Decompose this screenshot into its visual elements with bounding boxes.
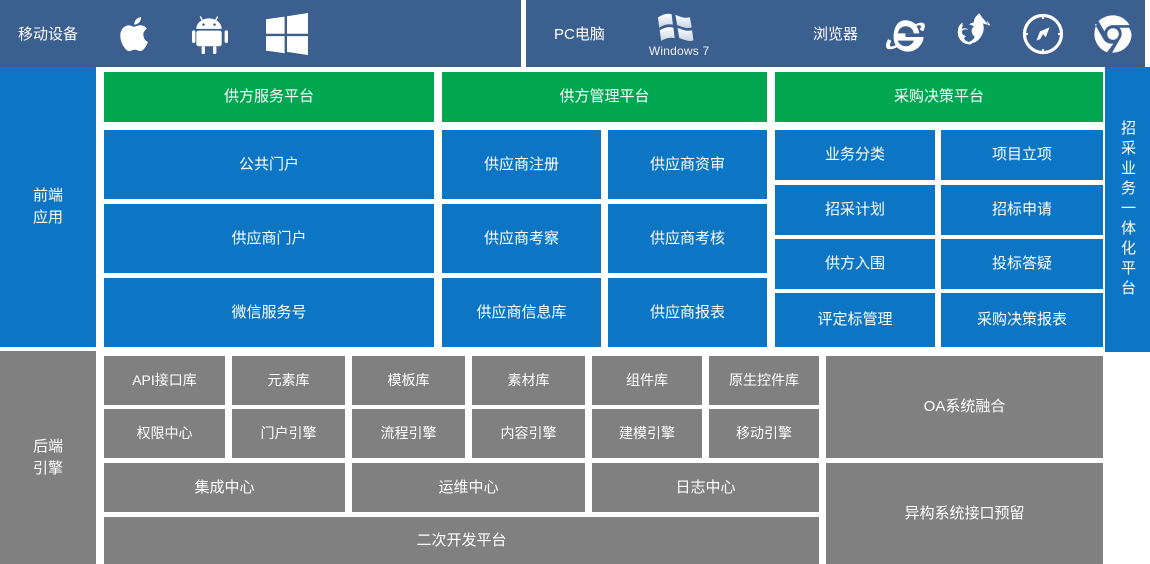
tile-material-library[interactable]: 素材库 [472, 356, 585, 405]
windows-icon [266, 12, 309, 55]
segment-divider [521, 0, 526, 67]
tile-business-classification[interactable]: 业务分类 [775, 130, 935, 180]
backend-rail: 后端 引擎 [0, 351, 96, 564]
tile-permission-center[interactable]: 权限中心 [104, 409, 225, 458]
tile-integration-center[interactable]: 集成中心 [104, 463, 345, 512]
tile-supplier-information-database[interactable]: 供应商信息库 [442, 278, 601, 347]
tile-public-portal[interactable]: 公共门户 [104, 130, 434, 199]
architecture-body: 前端 应用 后端 引擎 招采业务一体化平台 供方服务平台 供方管理平台 采购决策… [0, 67, 1150, 564]
tile-wechat-service-account[interactable]: 微信服务号 [104, 278, 434, 347]
tile-supplier-report[interactable]: 供应商报表 [608, 278, 767, 347]
platform-header-supplier-service[interactable]: 供方服务平台 [104, 72, 434, 122]
firefox-icon [954, 12, 994, 55]
tile-operation-center[interactable]: 运维中心 [352, 463, 585, 512]
browser-segment: 浏览器 [797, 0, 1145, 67]
tile-native-control-library[interactable]: 原生控件库 [709, 356, 819, 405]
tile-bidding-plan[interactable]: 招采计划 [775, 185, 935, 235]
android-icon [192, 14, 229, 54]
pc-label: PC电脑 [554, 26, 605, 43]
tile-evaluation-management[interactable]: 评定标管理 [775, 293, 935, 347]
tile-supplier-qualification-review[interactable]: 供应商资审 [608, 130, 767, 199]
tile-supplier-portal[interactable]: 供应商门户 [104, 204, 434, 273]
mobile-devices-label: 移动设备 [18, 26, 79, 43]
tile-supplier-shortlist[interactable]: 供方入围 [775, 239, 935, 289]
platform-header-supplier-management[interactable]: 供方管理平台 [442, 72, 767, 122]
tile-bid-application[interactable]: 招标申请 [941, 185, 1103, 235]
tile-template-library[interactable]: 模板库 [352, 356, 465, 405]
pc-icon-row: Windows 7 [649, 0, 710, 67]
windows7-icon: Windows 7 [649, 9, 710, 58]
platform-rail-label: 招采业务一体化平台 [1119, 119, 1136, 300]
tile-log-center[interactable]: 日志中心 [592, 463, 819, 512]
tile-component-library[interactable]: 组件库 [592, 356, 702, 405]
device-bar: 移动设备 [0, 0, 1150, 67]
frontend-rail: 前端 应用 [0, 67, 96, 347]
tile-portal-engine[interactable]: 门户引擎 [232, 409, 345, 458]
chrome-icon [1092, 13, 1134, 55]
internet-explorer-icon [884, 13, 926, 55]
windows7-caption: Windows 7 [648, 44, 710, 58]
backend-rail-label: 后端 引擎 [32, 437, 63, 477]
platform-header-procurement-decision[interactable]: 采购决策平台 [775, 72, 1103, 122]
tile-bid-clarification[interactable]: 投标答疑 [941, 239, 1103, 289]
tile-api-library[interactable]: API接口库 [104, 356, 225, 405]
apple-icon [120, 14, 154, 54]
pc-segment: PC电脑 Windo [526, 0, 797, 67]
tile-element-library[interactable]: 元素库 [232, 356, 345, 405]
tile-heterogeneous-system-interface[interactable]: 异构系统接口预留 [826, 463, 1103, 564]
tile-supplier-inspection[interactable]: 供应商考察 [442, 204, 601, 273]
tile-oa-system-integration[interactable]: OA系统融合 [826, 356, 1103, 458]
browser-label: 浏览器 [813, 26, 859, 43]
tile-project-initiation[interactable]: 项目立项 [941, 130, 1103, 180]
tile-supplier-assessment[interactable]: 供应商考核 [608, 204, 767, 273]
mobile-icon-row [120, 0, 309, 67]
tile-content-engine[interactable]: 内容引擎 [472, 409, 585, 458]
frontend-rail-label: 前端 应用 [32, 187, 63, 226]
tile-process-engine[interactable]: 流程引擎 [352, 409, 465, 458]
tile-modeling-engine[interactable]: 建模引擎 [592, 409, 702, 458]
mobile-devices-segment: 移动设备 [0, 0, 521, 67]
browser-icon-row [884, 0, 1134, 67]
safari-icon [1022, 13, 1064, 55]
tile-secondary-development-platform[interactable]: 二次开发平台 [104, 517, 819, 564]
platform-rail: 招采业务一体化平台 [1105, 67, 1150, 352]
tile-mobile-engine[interactable]: 移动引擎 [709, 409, 819, 458]
tile-procurement-decision-report[interactable]: 采购决策报表 [941, 293, 1103, 347]
tile-supplier-registration[interactable]: 供应商注册 [442, 130, 601, 199]
